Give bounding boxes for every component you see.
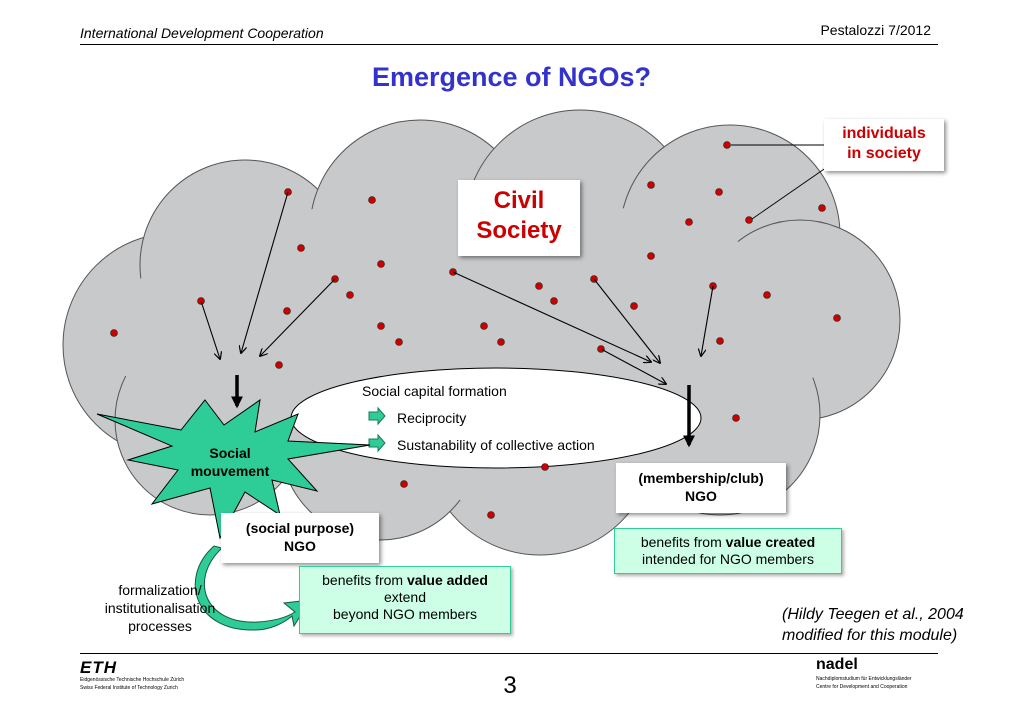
- individual-dot: [685, 218, 693, 226]
- individual-dot: [716, 337, 724, 345]
- individual-dot: [630, 302, 638, 310]
- formalization-line1: formalization/: [118, 582, 202, 598]
- social-capital-title: Social capital formation: [362, 383, 507, 399]
- header-course-title: International Development Cooperation: [80, 25, 324, 41]
- nadel-name-german: Nachdiplomstudium für Entwicklungsländer: [816, 676, 912, 682]
- individual-dot: [833, 314, 841, 322]
- membership-ngo-line1: (membership/club): [638, 470, 764, 486]
- social-mouvement-line2: mouvement: [190, 463, 270, 479]
- value-created-emphasis: value created: [725, 534, 816, 550]
- emergence-arrows: [231, 375, 695, 448]
- membership-arrows: [452, 271, 714, 384]
- value-added-prefix: benefits from: [322, 572, 407, 588]
- individual-dot: [275, 361, 283, 369]
- sustainability-label: Sustanability of collective action: [397, 437, 595, 453]
- value-created-line1: benefits from value created: [615, 534, 841, 551]
- sustainability-bullet-icon: [368, 433, 386, 453]
- individual-dot: [346, 291, 354, 299]
- nadel-logo: nadel: [816, 656, 858, 673]
- individual-dot: [550, 297, 558, 305]
- nadel-name-english: Centre for Development and Cooperation: [816, 684, 908, 690]
- membership-ngo-box: (membership/club) NGO: [616, 463, 786, 513]
- slide-title: Emergence of NGOs?: [371, 62, 652, 92]
- value-added-line2: extend: [383, 589, 427, 605]
- individual-dots: [110, 141, 841, 519]
- header-divider: [80, 44, 938, 45]
- individuals-callout: individuals in society: [824, 119, 944, 171]
- value-created-box: benefits from value created intended for…: [614, 528, 842, 574]
- individuals-callout-lines: [731, 144, 831, 220]
- individual-dot: [283, 307, 291, 315]
- individuals-line1: individuals: [842, 125, 926, 142]
- individual-dot: [377, 260, 385, 268]
- reciprocity-label: Reciprocity: [397, 410, 467, 426]
- citation-line1: (Hildy Teegen et al., 2004: [782, 606, 964, 623]
- individual-dot: [763, 291, 771, 299]
- individual-dot: [487, 511, 495, 519]
- individual-dot: [497, 338, 505, 346]
- individual-dot: [715, 188, 723, 196]
- individual-dot: [400, 480, 408, 488]
- citation-line2: modified for this module): [782, 627, 958, 644]
- movement-arrows: [200, 191, 336, 359]
- value-created-prefix: benefits from: [640, 534, 726, 550]
- social-mouvement-label: Social mouvement: [170, 444, 290, 480]
- individual-dot: [297, 244, 305, 252]
- individual-dot: [818, 204, 826, 212]
- individual-dot: [368, 196, 376, 204]
- civil-society-line2: Society: [476, 217, 562, 244]
- eth-logo: ETH: [80, 658, 117, 677]
- social-purpose-ngo-line2: NGO: [284, 538, 316, 554]
- individual-dot: [377, 322, 385, 330]
- social-purpose-ngo-line1: (social purpose): [245, 520, 355, 536]
- eth-name-english: Swiss Federal Institute of Technology Zu…: [80, 685, 178, 691]
- value-added-box: benefits from value added extend beyond …: [299, 566, 511, 634]
- individual-dot: [480, 322, 488, 330]
- individual-dot: [395, 338, 403, 346]
- individual-dot: [647, 252, 655, 260]
- individual-dot: [541, 463, 549, 471]
- individuals-line2: in society: [847, 145, 921, 162]
- value-added-line3: beyond NGO members: [333, 606, 477, 622]
- eth-name-german: Eidgenössische Technische Hochschule Zür…: [80, 677, 185, 683]
- value-added-line1: benefits from value added: [300, 572, 510, 589]
- individual-dot: [647, 181, 655, 189]
- social-mouvement-line1: Social: [209, 445, 251, 461]
- social-purpose-ngo-box: (social purpose) NGO: [221, 513, 379, 563]
- individual-dot: [110, 329, 118, 337]
- bullet-arrow-icons: [368, 406, 386, 453]
- individual-dot: [745, 216, 753, 224]
- page-number: 3: [503, 672, 517, 699]
- civil-society-label: Civil Society: [458, 180, 580, 256]
- formalization-label: formalization/ institutionalisation proc…: [90, 581, 230, 635]
- civil-society-line1: Civil: [493, 187, 545, 214]
- membership-ngo-line2: NGO: [685, 488, 717, 504]
- value-added-emphasis: value added: [406, 572, 488, 588]
- formalization-line2: institutionalisation: [104, 600, 216, 616]
- citation: (Hildy Teegen et al., 2004 modified for …: [782, 604, 964, 646]
- header-author-date: Pestalozzi 7/2012: [820, 22, 931, 38]
- individual-dot: [732, 414, 740, 422]
- individual-dot: [535, 282, 543, 290]
- reciprocity-bullet-icon: [368, 406, 386, 426]
- individual-dot: [723, 141, 731, 149]
- footer-divider: [80, 653, 938, 654]
- formalization-line3: processes: [128, 618, 192, 634]
- value-created-line2: intended for NGO members: [642, 551, 814, 567]
